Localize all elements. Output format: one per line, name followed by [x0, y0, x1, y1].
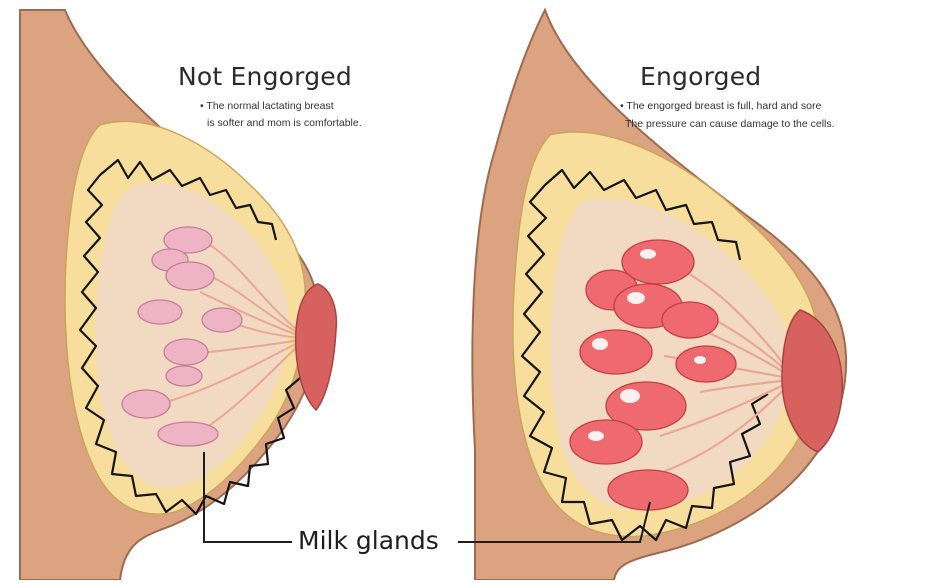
not-engorged-breast	[20, 10, 336, 580]
engorged-title: Engorged	[640, 62, 761, 91]
gland	[158, 422, 218, 446]
engorged-note-line-1: • The engorged breast is full, hard and …	[620, 99, 821, 114]
gland	[662, 302, 718, 338]
gland	[166, 262, 214, 290]
gland	[164, 339, 208, 365]
gland	[166, 366, 202, 386]
gland	[608, 470, 688, 510]
gland	[570, 420, 642, 464]
milk-glands-label: Milk glands	[298, 526, 439, 555]
not-engorged-note-line-1: • The normal lactating breast	[200, 99, 334, 114]
gland	[676, 346, 736, 382]
engorged-breast	[472, 10, 846, 580]
not-engorged-note-line-2: is softer and mom is comfortable.	[207, 116, 362, 131]
gland	[580, 330, 652, 374]
engorged-note-line-2: The pressure can cause damage to the cel…	[625, 117, 835, 132]
not-engorged-title: Not Engorged	[178, 62, 352, 91]
gland	[138, 300, 182, 324]
gland	[202, 308, 242, 332]
gland	[122, 390, 170, 418]
